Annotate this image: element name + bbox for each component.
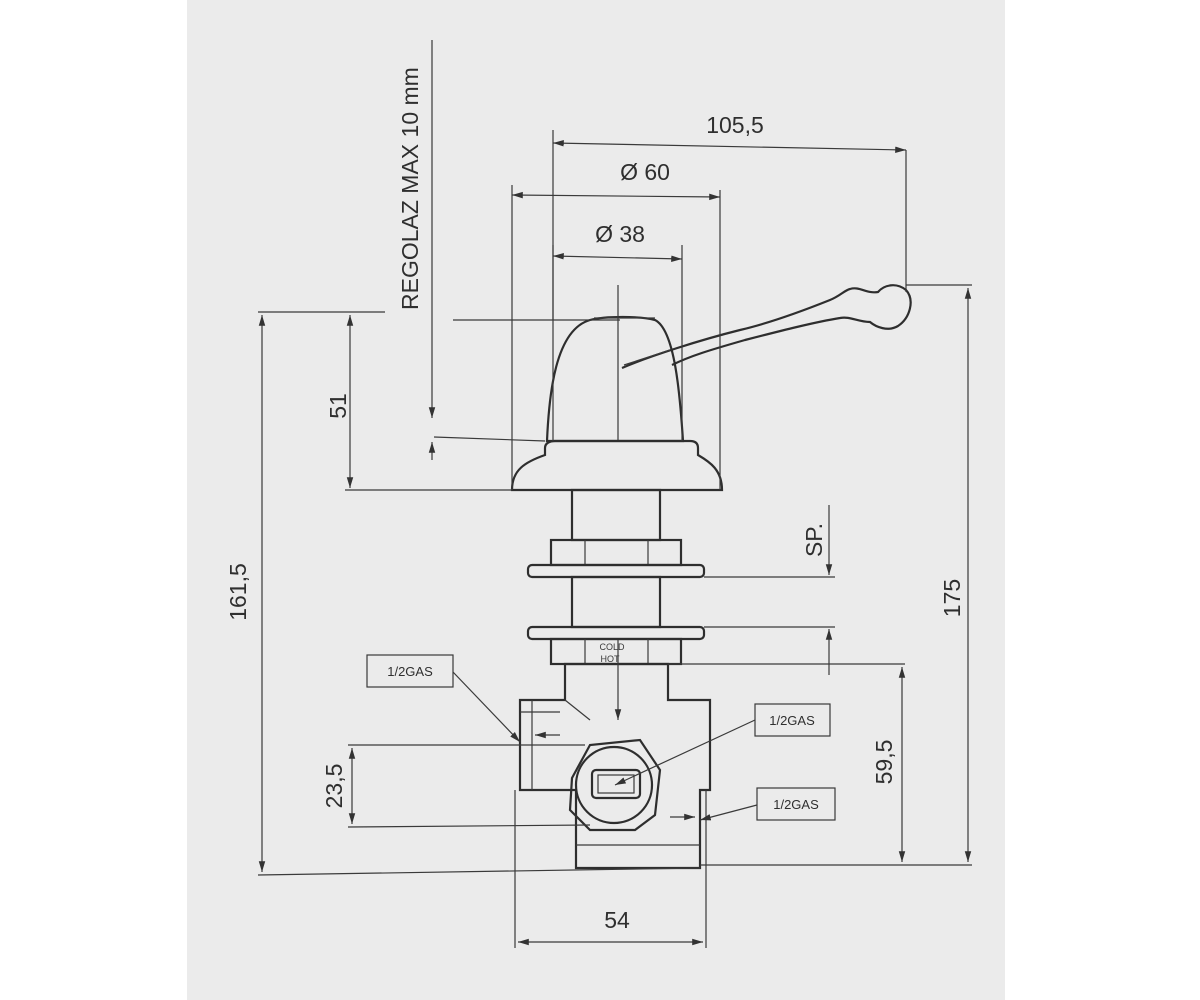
callout-gas-right-top: 1/2GAS bbox=[614, 703, 831, 786]
dim-wall-thickness-value: SP. bbox=[801, 523, 827, 557]
adjust-note: REGOLAZ MAX 10 mm bbox=[397, 40, 436, 460]
callout-gas-right-top-text: 1/2GAS bbox=[769, 713, 815, 728]
dim-rosette-diameter-value: Ø 60 bbox=[620, 159, 670, 185]
dim-knob-diameter: Ø 38 bbox=[552, 221, 683, 441]
callout-gas-right-bottom-text: 1/2GAS bbox=[773, 797, 819, 812]
dim-knob-diameter-value: Ø 38 bbox=[595, 221, 645, 247]
dim-overall-left-value: 161,5 bbox=[225, 563, 251, 621]
dim-handle-height: 51 bbox=[325, 311, 512, 491]
dim-overall-left: 161,5 bbox=[225, 311, 701, 876]
dim-lever-length-value: 105,5 bbox=[706, 112, 764, 138]
dim-overall-right-value: 175 bbox=[939, 579, 965, 617]
drawing-sheet bbox=[187, 0, 1005, 1000]
callout-gas-right-bottom: 1/2GAS bbox=[699, 787, 836, 821]
dim-body-width: 54 bbox=[514, 790, 707, 948]
dim-outlet-height: 59,5 bbox=[668, 663, 906, 862]
dim-handle-height-value: 51 bbox=[325, 393, 351, 419]
adjust-note-text: REGOLAZ MAX 10 mm bbox=[397, 67, 423, 310]
label-cold: COLD bbox=[599, 642, 625, 652]
dim-outlet-height-value: 59,5 bbox=[871, 740, 897, 785]
valve-stem-assembly bbox=[526, 488, 706, 666]
label-hot: HOT bbox=[601, 654, 621, 664]
dim-wall-thickness: SP. bbox=[704, 505, 835, 675]
valve-handle bbox=[510, 284, 912, 492]
flow-indicators bbox=[433, 285, 695, 821]
dim-inlet-offset-value: 23,5 bbox=[321, 764, 347, 809]
dim-body-width-value: 54 bbox=[604, 907, 630, 933]
callout-gas-left: 1/2GAS bbox=[366, 654, 521, 743]
callout-gas-left-text: 1/2GAS bbox=[387, 664, 433, 679]
dim-rosette-diameter: Ø 60 bbox=[511, 159, 721, 490]
dim-overall-right: 175 bbox=[700, 284, 972, 866]
dim-lever-length: 105,5 bbox=[552, 112, 907, 320]
dim-inlet-offset: 23,5 bbox=[321, 744, 591, 828]
valve-body bbox=[518, 662, 712, 870]
